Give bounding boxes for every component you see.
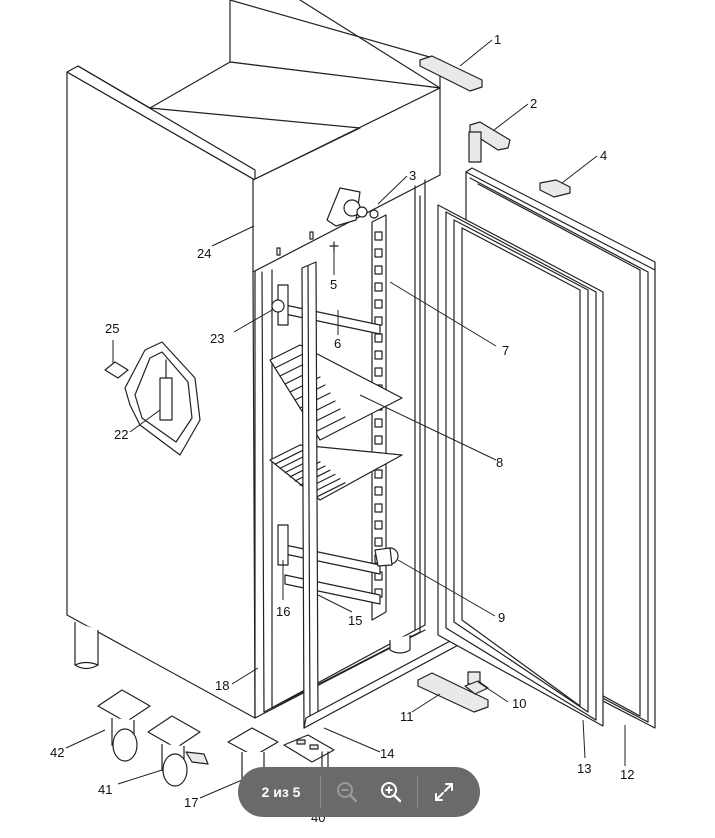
shelf-wire	[274, 448, 306, 465]
zoom-in-button[interactable]	[369, 770, 413, 814]
rail-slot	[374, 486, 383, 496]
lock-and-hinge-parts	[326, 187, 399, 567]
callout-7: 7	[502, 343, 509, 358]
rail-slot	[374, 418, 383, 428]
shelf-wire	[274, 352, 306, 369]
rail-slot	[374, 367, 383, 377]
callout-17: 17	[184, 795, 198, 810]
thermostat-cutout	[104, 341, 201, 456]
rail-slot	[374, 299, 383, 309]
leader-lines	[65, 39, 626, 807]
callout-1: 1	[494, 32, 501, 47]
callout-9: 9	[498, 610, 505, 625]
page-counter: 2 из 5	[261, 784, 301, 800]
rail-slot	[374, 248, 383, 258]
rail-slot	[374, 520, 383, 530]
zoom-out-icon	[337, 782, 358, 803]
rail-slot	[374, 231, 383, 241]
rail-slot	[374, 503, 383, 513]
rail-slot	[374, 350, 383, 360]
shelf-wire	[314, 482, 346, 499]
rail-slot	[374, 435, 383, 445]
toolbar-divider	[320, 776, 321, 808]
callout-14: 14	[380, 746, 394, 761]
callout-3: 3	[409, 168, 416, 183]
callout-8: 8	[496, 455, 503, 470]
casters	[97, 689, 209, 787]
fullscreen-icon	[435, 783, 453, 801]
callout-13: 13	[577, 761, 591, 776]
rail-slot	[374, 469, 383, 479]
callout-16: 16	[276, 604, 290, 619]
fullscreen-button[interactable]	[422, 770, 466, 814]
callout-labels: 1 2 3 4 5 6 7 8 9 10 11 12 13 14 15 16 1…	[50, 32, 634, 825]
callout-10: 10	[512, 696, 526, 711]
toolbar-divider	[417, 776, 418, 808]
inner-door-frame	[301, 261, 491, 729]
callout-42: 42	[50, 745, 64, 760]
callout-25: 25	[105, 321, 119, 336]
shelf-wire	[314, 416, 346, 433]
zoom-out-button[interactable]	[325, 770, 369, 814]
callout-5: 5	[330, 277, 337, 292]
callout-24: 24	[197, 246, 211, 261]
callout-11: 11	[400, 709, 414, 724]
callout-2: 2	[530, 96, 537, 111]
rail-slot	[374, 537, 383, 547]
shelf-supports	[271, 284, 381, 605]
rail-slot	[374, 265, 383, 275]
callout-23: 23	[210, 331, 224, 346]
callout-12: 12	[620, 767, 634, 782]
callout-15: 15	[348, 613, 362, 628]
door-assembly	[417, 55, 656, 729]
rail-slot	[374, 333, 383, 343]
zoom-in-icon	[381, 782, 402, 803]
callout-6: 6	[334, 336, 341, 351]
rail-slot	[374, 282, 383, 292]
callout-4: 4	[600, 148, 607, 163]
image-viewer-toolbar: 2 из 5	[238, 767, 480, 817]
callout-18: 18	[215, 678, 229, 693]
callout-41: 41	[98, 782, 112, 797]
callout-22: 22	[114, 427, 128, 442]
